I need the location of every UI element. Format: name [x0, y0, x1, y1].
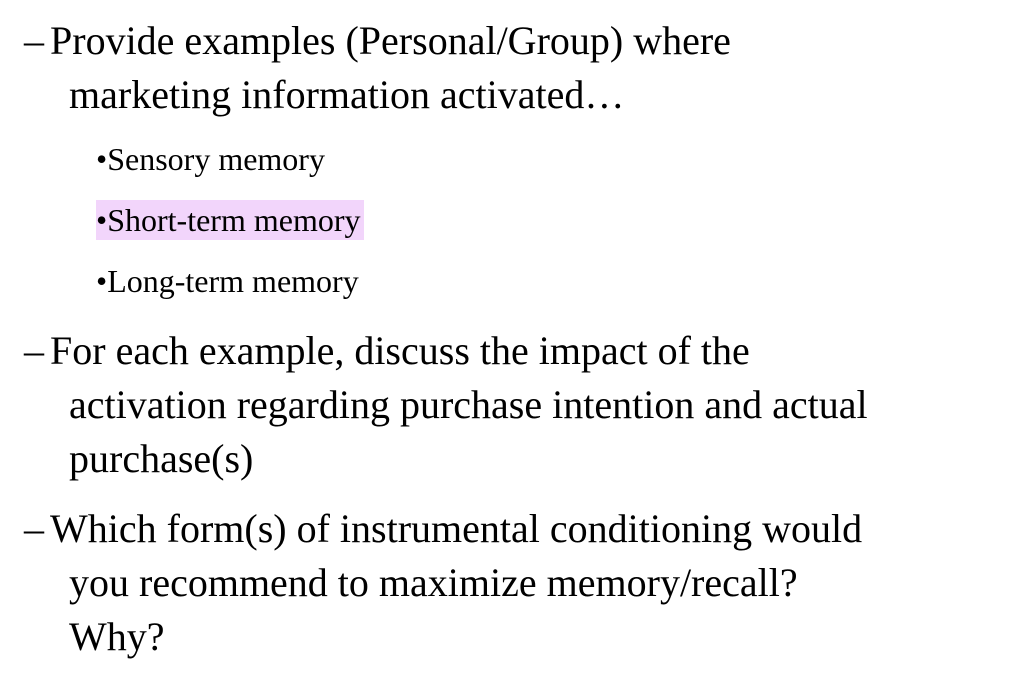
bullet-item-instrumental-conditioning: –Which form(s) of instrumental condition…: [24, 502, 1004, 664]
sub-item-long-term-memory: •Long-term memory: [96, 263, 359, 299]
bullet-line: marketing information activated…: [69, 72, 625, 117]
sub-item-sensory-memory: •Sensory memory: [96, 141, 325, 177]
bullet-line: –Provide examples (Personal/Group) where: [24, 14, 1004, 68]
bullet-line: Why?: [69, 614, 165, 659]
sub-item-short-term-memory: •Short-term memory: [96, 200, 365, 240]
dash-marker: –: [24, 328, 44, 373]
bullet-item-discuss-impact: –For each example, discuss the impact of…: [24, 324, 1004, 486]
dash-marker: –: [24, 506, 44, 551]
bullet-line: –For each example, discuss the impact of…: [24, 324, 1004, 378]
dash-marker: –: [24, 18, 44, 63]
bullet-line: –Which form(s) of instrumental condition…: [24, 502, 1004, 556]
bullet-item-provide-examples: –Provide examples (Personal/Group) where…: [24, 14, 1004, 122]
bullet-line: activation regarding purchase intention …: [69, 382, 868, 427]
bullet-line: purchase(s): [69, 436, 254, 481]
bullet-line: you recommend to maximize memory/recall?: [69, 560, 798, 605]
